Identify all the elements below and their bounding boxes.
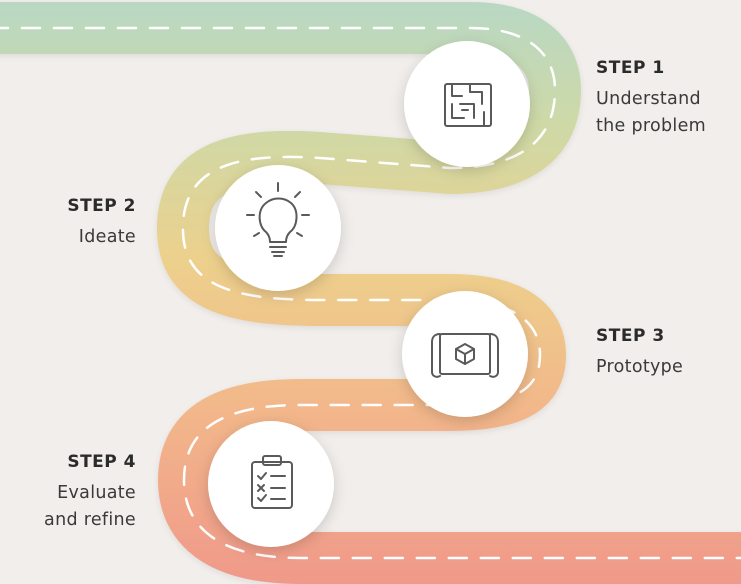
step-1-title: STEP 1 xyxy=(596,58,665,78)
road-center-line xyxy=(0,26,741,560)
maze-icon xyxy=(444,83,492,127)
step-3-badge xyxy=(402,291,528,417)
step-4-description: Evaluate and refine xyxy=(44,483,136,530)
step-1-description: Understand the problem xyxy=(596,89,706,136)
step-1-label: STEP 1 Understand the problem xyxy=(596,58,706,140)
step-4-badge xyxy=(208,421,334,547)
blueprint-icon xyxy=(431,333,499,378)
step-3-title: STEP 3 xyxy=(596,326,665,346)
step-3-label: STEP 3 Prototype xyxy=(596,326,683,381)
step-2-label: STEP 2 Ideate xyxy=(40,196,136,251)
step-4-title: STEP 4 xyxy=(67,452,136,472)
lightbulb-icon xyxy=(246,182,310,257)
step-4-label: STEP 4 Evaluate and refine xyxy=(30,452,136,534)
step-2-description: Ideate xyxy=(78,227,136,247)
step-2-title: STEP 2 xyxy=(67,196,136,216)
step-1-badge xyxy=(404,41,530,167)
checklist-icon xyxy=(251,455,293,509)
step-2-badge xyxy=(215,165,341,291)
step-3-description: Prototype xyxy=(596,357,684,377)
